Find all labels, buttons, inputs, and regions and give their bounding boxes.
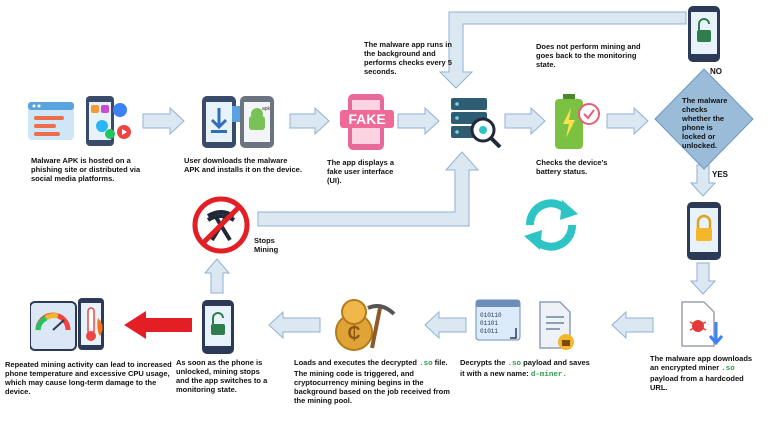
execute-post: file. The mining code is triggered, and …: [294, 358, 450, 405]
step4-caption: The malware app runs in the background a…: [364, 40, 452, 76]
svg-text:010110: 010110: [480, 312, 502, 319]
step2-caption: User downloads the malware APK and insta…: [184, 156, 302, 174]
stop-mining-icon: [192, 196, 250, 254]
arrow-download-decrypt: [611, 310, 654, 340]
step3-caption: The app displays a fake user interface (…: [327, 158, 395, 185]
download-rest: payload from a hardcoded URL.: [650, 374, 744, 392]
decision-caption: The malware checks whether the phone is …: [682, 96, 728, 150]
crypto-mining-icon: ₵: [335, 299, 396, 351]
damage-caption: Repeated mining activity can lead to inc…: [5, 360, 172, 396]
step5-caption: Checks the device's battery status.: [536, 158, 608, 176]
arrow-1-2: [142, 106, 185, 136]
phone-locked-icon: [687, 202, 721, 260]
svg-text:₵: ₵: [348, 323, 361, 343]
step6-caption: Does not perform mining and goes back to…: [536, 42, 641, 69]
overheating-device-icon: [30, 298, 104, 351]
phone-unlocked-bottom-icon: [202, 300, 234, 354]
download-text: The malware app downloads an encrypted m…: [650, 354, 753, 372]
apk-label: apk: [262, 106, 271, 112]
phone-unlocked-top-icon: [688, 6, 720, 62]
arrow-unlock-stop: [203, 258, 231, 294]
arrow-stop-loop: [257, 151, 480, 227]
no-label: NO: [710, 67, 722, 76]
execute-pre: Loads and executes the decrypted: [294, 358, 417, 367]
execute-caption: Loads and executes the decrypted .so fil…: [294, 358, 456, 405]
phishing-site-icon: [28, 96, 131, 146]
download-code: .so: [721, 365, 735, 373]
decrypt-caption: Decrypts the .so payload and saves it wi…: [460, 358, 595, 380]
arrow-loop-back: [438, 11, 687, 89]
arrow-5-6: [606, 106, 649, 136]
decision-diamond: [654, 68, 754, 170]
refresh-cycle-icon: [524, 199, 578, 251]
download-app-icon: apk: [202, 96, 274, 148]
arrow-lock-download: [689, 262, 717, 295]
decrypt-code-dminer: d-miner.: [530, 371, 567, 379]
decrypt-mid: payload and saves it with a new name:: [460, 358, 590, 378]
stops-mining-label: Stops Mining: [254, 236, 279, 254]
download-caption: The malware app downloads an encrypted m…: [650, 354, 762, 392]
arrow-4-5: [504, 106, 546, 136]
decrypt-payload-icon: 010110 01101 01011: [475, 299, 574, 350]
arrow-execute-unlock: [268, 310, 321, 340]
arrow-2-3: [289, 106, 330, 136]
decrypt-pre: Decrypts the: [460, 358, 506, 367]
svg-text:01101: 01101: [480, 320, 498, 327]
arrow-decrypt-execute: [424, 310, 467, 340]
unlocked-caption: As soon as the phone is unlocked, mining…: [176, 358, 268, 394]
arrow-3-4: [397, 106, 440, 136]
decrypt-code-so: .so: [507, 360, 522, 368]
server-monitor-icon: [451, 98, 502, 148]
battery-status-icon: [555, 94, 600, 149]
fake-label: FAKE: [348, 111, 385, 127]
arrow-yes-down: [689, 164, 717, 197]
malware-download-icon: [681, 301, 724, 347]
yes-label: YES: [712, 170, 729, 179]
step1-caption: Malware APK is hosted on a phishing site…: [31, 156, 141, 183]
execute-code: .so: [419, 360, 433, 368]
svg-text:01011: 01011: [480, 328, 498, 335]
fake-ui-phone-icon: FAKE: [340, 94, 394, 150]
red-arrow-damage: [124, 311, 192, 339]
